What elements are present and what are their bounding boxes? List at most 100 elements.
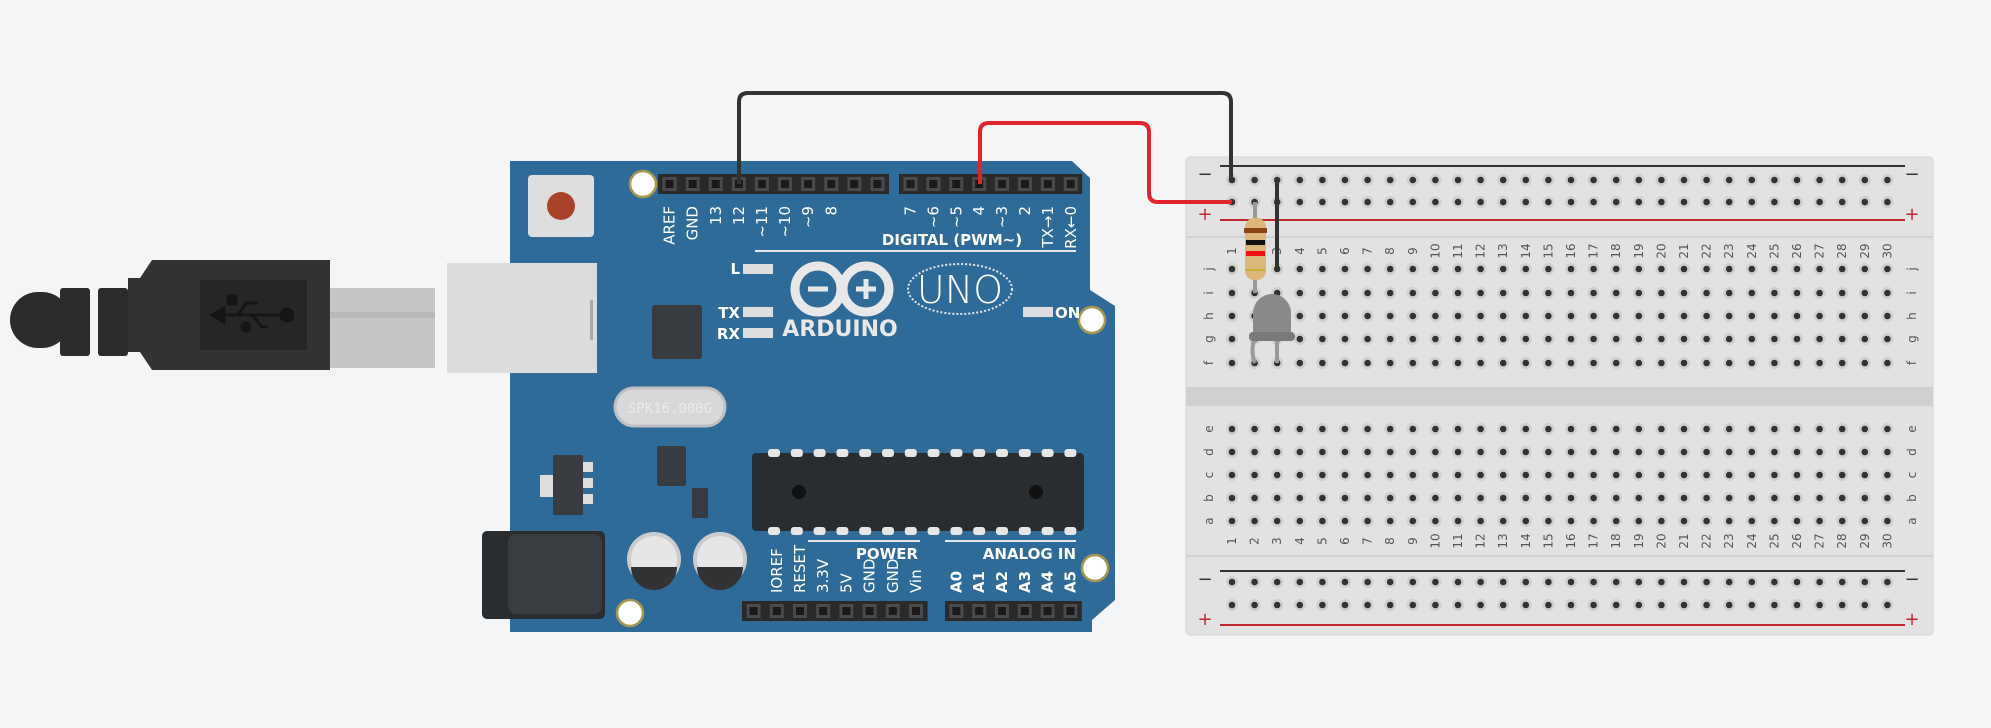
breadboard-hole-center [1590,601,1597,609]
breadboard-hole-center [1545,517,1552,525]
header-pin-hole [1020,607,1029,615]
row-letter: i [1202,291,1216,294]
breadboard-hole-center [1273,448,1281,456]
breadboard-hole-center [1386,471,1394,479]
mounting-hole [628,169,658,199]
rail-plus-label: + [1904,609,1919,630]
breadboard-hole-center [1838,265,1846,273]
pin-label: A3 [1016,571,1034,593]
breadboard-hole-center [1816,265,1823,273]
chip-pin [996,527,1008,535]
breadboard-hole-center [1364,176,1371,184]
chip-pin [950,527,963,535]
power-header [742,601,928,621]
breadboard-hole-center [1680,578,1688,586]
breadboard-hole-center [1454,494,1462,502]
breadboard-hole-center [1477,494,1484,502]
breadboard-hole-center [1545,198,1552,206]
breadboard-hole-center [1590,312,1597,320]
breadboard-hole-center [1884,359,1891,367]
breadboard-hole-center [1861,289,1869,297]
reset-button-cap[interactable] [547,192,575,220]
column-number: 7 [1361,537,1375,545]
breadboard-hole-center [1838,359,1846,367]
breadboard-hole-center [1816,601,1823,609]
breadboard-hole-center [1432,601,1439,609]
breadboard-hole-center [1590,578,1597,586]
breadboard-hole-center [1635,265,1643,273]
breadboard-hole-center [1861,312,1869,320]
chip-pin [1064,449,1077,457]
breadboard-hole-center [1612,312,1620,320]
led-on [1023,307,1053,317]
chip-pin [1041,449,1054,457]
breadboard-hole-center [1658,425,1665,433]
resistor-band [1246,251,1265,256]
breadboard-hole-center [1477,448,1484,456]
breadboard-hole-center [1658,494,1665,502]
breadboard-hole-center [1612,578,1620,586]
breadboard-hole-center [1296,471,1304,479]
breadboard-hole-center [1251,517,1258,525]
brand-label: ARDUINO [782,317,897,342]
breadboard-hole-center [1567,517,1575,525]
breadboard-hole-center [1409,448,1417,456]
header-pin-hole [850,180,859,188]
breadboard-hole-center [1635,601,1643,609]
header-pin-hole [804,180,813,188]
breadboard-hole-center [1364,448,1371,456]
row-letter: g [1905,335,1919,343]
breadboard-hole-center [1296,359,1304,367]
uno-badge [907,263,1013,315]
breadboard-hole-center [1477,265,1484,273]
led-on-label: ON [1055,304,1080,322]
breadboard-hole-center [1635,176,1643,184]
column-number: 16 [1564,533,1578,548]
breadboard-hole-center [1477,312,1484,320]
breadboard-hole-center [1793,448,1801,456]
breadboard-hole-center [1432,312,1439,320]
breadboard-hole-center [1590,265,1597,273]
breadboard-hole-center [1477,578,1484,586]
wire-pin4[interactable] [978,121,1232,204]
wire-gnd[interactable] [737,91,1233,184]
resistor[interactable] [1244,202,1267,293]
breadboard-hole-center [1228,601,1236,609]
breadboard-hole-center [1386,176,1394,184]
pin-label: ~6 [924,206,942,228]
breadboard-hole-center [1228,265,1236,273]
breadboard-hole-center [1319,425,1326,433]
usb-cable[interactable] [10,260,435,370]
breadboard-hole-center [1635,517,1643,525]
breadboard-hole-center [1454,289,1462,297]
breadboard-hole-center [1612,265,1620,273]
breadboard-hole-center [1838,578,1846,586]
breadboard-hole-center [1319,578,1326,586]
breadboard-hole-center [1319,494,1326,502]
breadboard-hole-center [1793,265,1801,273]
breadboard-hole-center [1703,448,1710,456]
breadboard-hole-center [1612,601,1620,609]
header-pin-hole [772,607,781,615]
breadboard-hole-center [1590,471,1597,479]
breadboard-hole-center [1545,176,1552,184]
arduino-uno-board[interactable]: SPK16.000G L TX RX ON [447,161,1115,632]
header-pin-hole [888,607,897,615]
breadboard[interactable]: − + − + − + − + 112233445566778899101011… [1185,156,1934,636]
breadboard-hole-center [1319,359,1326,367]
breadboard-hole-center [1567,471,1575,479]
pin-label: A5 [1061,571,1079,593]
breadboard-hole-center [1748,448,1756,456]
breadboard-hole-center [1477,471,1484,479]
breadboard-hole-center [1884,312,1891,320]
breadboard-hole-center [1251,448,1258,456]
led[interactable] [1249,294,1295,364]
breadboard-hole-center [1680,335,1688,343]
breadboard-hole-center [1771,312,1778,320]
breadboard-hole-center [1341,471,1349,479]
column-number: 13 [1496,243,1510,258]
breadboard-hole-center [1409,601,1417,609]
breadboard-hole-center [1545,359,1552,367]
breadboard-hole-center [1364,601,1371,609]
